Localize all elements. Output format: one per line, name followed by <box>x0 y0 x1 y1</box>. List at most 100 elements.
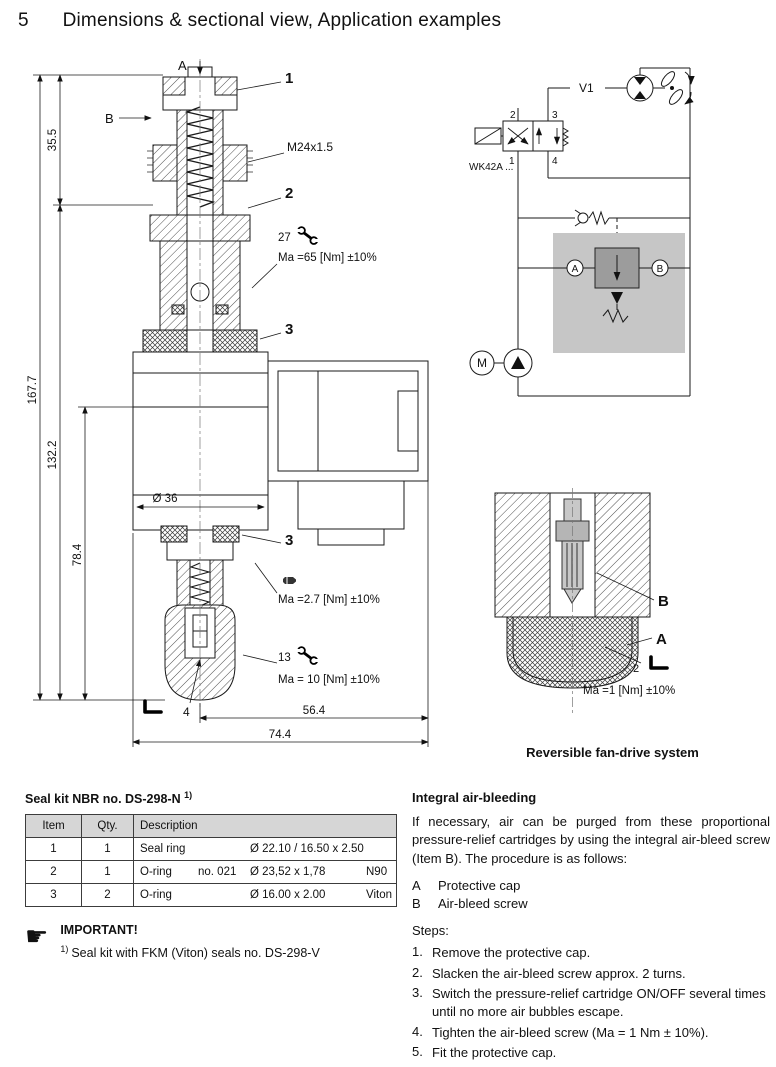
pump-motor-label: M <box>477 356 487 370</box>
section-arrow-a-label: A <box>178 58 187 73</box>
fan-motor-symbol <box>626 71 695 105</box>
dim-56-4: 56.4 <box>303 705 326 717</box>
torque-65-label: Ma =65 [Nm] ±10% <box>278 252 377 264</box>
valve-type-label: WK42A ... <box>469 162 513 173</box>
valve-spring-symbol <box>562 127 569 147</box>
check-valve-symbol <box>574 209 610 227</box>
hex-key-icon <box>143 699 163 714</box>
wrench-icon <box>295 225 321 246</box>
desc-name: Seal ring <box>140 843 186 856</box>
sectional-drawing: A B 1 M24x1.5 2 27 Ma =65 [Nm] ±10% 3 Ø … <box>27 58 429 747</box>
desc-material: N90 <box>366 866 388 879</box>
seal-kit-title-footnote-marker: 1) <box>184 790 193 800</box>
dim-132-2: 132.2 <box>47 441 59 470</box>
important-label: IMPORTANT! <box>60 923 138 938</box>
set-screw-icon <box>282 576 297 585</box>
bleed-leaders <box>596 572 655 664</box>
port-a-circle <box>566 259 584 277</box>
port-1-label: 1 <box>509 156 515 167</box>
page-title: Dimensions & sectional view, Application… <box>62 10 502 31</box>
column-header-description: Description <box>133 814 397 839</box>
step-item: 5. Fit the protective cap. <box>412 1044 770 1062</box>
column-header-item: Item <box>25 814 82 839</box>
step-number: 5. <box>412 1044 423 1060</box>
port-b-circle <box>651 259 669 277</box>
legend-item-b: B Air-bleed screw <box>412 896 770 911</box>
callout-1: 1 <box>285 70 293 87</box>
dim-167-7: 167.7 <box>27 376 39 405</box>
seal-kit-footnote: 1)Seal kit with FKM (Viton) seals no. DS… <box>60 944 320 960</box>
bleed-torque-label: Ma =1 [Nm] ±10% <box>583 685 675 697</box>
footnote-marker: 1) <box>60 944 69 955</box>
cell-qty: 2 <box>81 883 134 908</box>
cell-qty: 1 <box>81 837 134 862</box>
port-3-label: 3 <box>552 110 558 121</box>
table-row: 3 2 O-ring Ø 16.00 x 2.00 Viton <box>25 883 397 908</box>
air-bleed-sectional-view: B A 2 Ma =1 [Nm] ±10% <box>494 488 675 713</box>
callout-3: 3 <box>285 321 293 338</box>
desc-size: Ø 23,52 x 1,78 <box>250 866 326 879</box>
dim-dia-36: Ø 36 <box>153 493 178 505</box>
steps-label: Steps: <box>412 923 449 939</box>
callout-4: 4 <box>183 705 190 719</box>
legend-item-a: A Protective cap <box>412 878 770 893</box>
integral-air-bleeding-section: Integral air-bleeding If necessary, air … <box>412 790 770 1065</box>
thread-ticks <box>147 150 253 173</box>
port-2-label: 2 <box>510 110 516 121</box>
dim-35-5: 35.5 <box>47 129 59 151</box>
port-a-label: A <box>572 264 579 275</box>
desc-name: O-ring <box>140 889 172 902</box>
page-header: 5 Dimensions & sectional view, Applicati… <box>18 10 501 32</box>
port-b-label: B <box>657 264 664 275</box>
step-text: Remove the protective cap. <box>432 945 591 961</box>
desc-size: Ø 16.00 x 2.00 <box>250 889 326 902</box>
step-number: 4. <box>412 1023 423 1039</box>
port-4-label: 4 <box>552 156 558 167</box>
bleed-hex-size: 2 <box>633 663 639 675</box>
step-number: 3. <box>412 985 423 1001</box>
step-text: Slacken the air-bleed screw approx. 2 tu… <box>432 965 686 981</box>
desc-note: no. 021 <box>198 866 237 879</box>
circuit-caption: Reversible fan-drive system <box>526 745 699 760</box>
air-bleeding-title: Integral air-bleeding <box>412 790 537 805</box>
table-row: 1 1 Seal ring Ø 22.10 / 16.50 x 2.50 <box>25 837 397 862</box>
desc-name: O-ring <box>140 866 172 879</box>
wrench-icon <box>295 645 321 666</box>
callout-leaders <box>119 61 285 704</box>
wrench-size-13: 13 <box>278 652 291 664</box>
circuit-lines <box>517 67 691 397</box>
cell-description: Seal ring Ø 22.10 / 16.50 x 2.50 <box>133 837 397 862</box>
motor-v1-label: V1 <box>579 81 594 95</box>
step-item: 2. Slacken the air-bleed screw approx. 2… <box>412 965 770 983</box>
bleed-label-a: A <box>656 631 667 648</box>
thread-label: M24x1.5 <box>287 140 333 154</box>
seal-kit-title-text: Seal kit NBR no. DS-298-N <box>25 792 181 807</box>
cell-description: O-ring Ø 16.00 x 2.00 Viton <box>133 883 397 908</box>
footnote-text: Seal kit with FKM (Viton) seals no. DS-2… <box>71 946 320 961</box>
step-number: 1. <box>412 944 423 960</box>
main-spring <box>184 106 216 208</box>
electric-motor-symbol <box>469 350 504 376</box>
pointing-hand-icon: ☛ <box>25 921 49 952</box>
step-text: Switch the pressure-relief cartridge ON/… <box>432 986 766 1019</box>
hydraulic-circuit-diagram: V1 2 3 1 4 WK42A ... A B M <box>469 67 695 397</box>
important-texts: IMPORTANT! 1)Seal kit with FKM (Viton) s… <box>60 923 320 960</box>
column-header-qty: Qty. <box>81 814 134 839</box>
step-text: Tighten the air-bleed screw (Ma = 1 Nm ±… <box>432 1024 709 1040</box>
connector-plug <box>267 360 429 546</box>
step-item: 1. Remove the protective cap. <box>412 944 770 962</box>
wrench-size-27: 27 <box>278 232 291 244</box>
directional-valve-symbol <box>474 120 569 152</box>
cell-qty: 1 <box>81 860 134 885</box>
section-arrow-b-label: B <box>105 111 114 126</box>
seal-kit-section: Seal kit NBR no. DS-298-N 1) Item Qty. D… <box>25 790 397 960</box>
cell-item: 2 <box>25 860 82 885</box>
hex-key-icon <box>649 655 669 670</box>
callout-2: 2 <box>285 185 293 202</box>
pump-symbol <box>503 348 533 378</box>
torque-10-label: Ma = 10 [Nm] ±10% <box>278 674 380 686</box>
table-row: 2 1 O-ring no. 021 Ø 23,52 x 1,78 N90 <box>25 860 397 885</box>
cell-description: O-ring no. 021 Ø 23,52 x 1,78 N90 <box>133 860 397 885</box>
relief-cartridge-block <box>518 233 690 353</box>
